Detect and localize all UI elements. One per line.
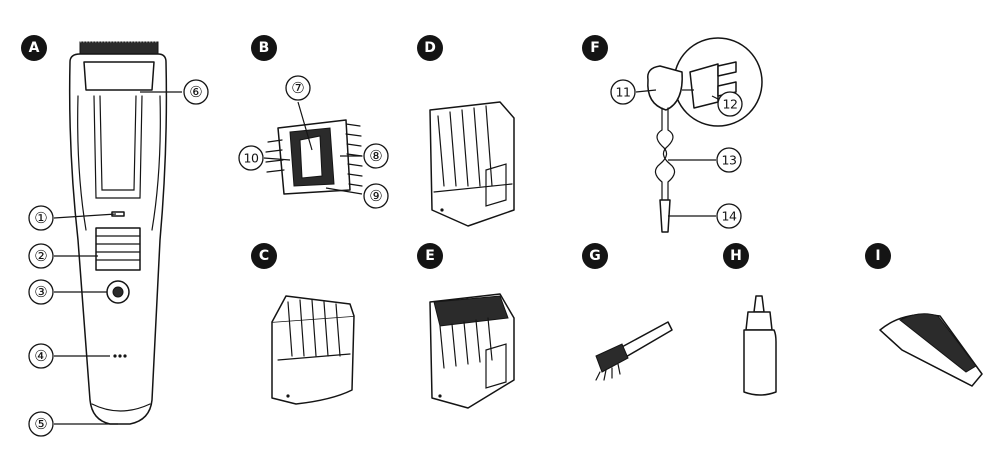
section-badge-h: H — [723, 243, 749, 269]
svg-text:④: ④ — [34, 347, 47, 365]
svg-text:10: 10 — [244, 151, 259, 166]
svg-text:I: I — [875, 248, 880, 264]
callout-11: 11 — [610, 79, 636, 105]
svg-text:①: ① — [34, 209, 47, 227]
comb-attachment-large-drawing — [429, 293, 515, 409]
svg-text:B: B — [259, 40, 270, 56]
callout-13: 13 — [716, 147, 742, 173]
callout-4: ④ — [28, 343, 54, 369]
svg-text:14: 14 — [722, 209, 737, 224]
section-badge-b: B — [251, 35, 277, 61]
svg-text:11: 11 — [616, 85, 631, 100]
svg-text:⑤: ⑤ — [34, 415, 47, 433]
svg-text:⑧: ⑧ — [369, 147, 382, 165]
svg-text:C: C — [259, 248, 269, 264]
svg-text:G: G — [589, 248, 601, 264]
callout-1: ① — [28, 205, 54, 231]
ac-adaptor-drawing — [647, 37, 763, 233]
cleaning-brush-drawing — [595, 321, 673, 381]
section-badge-c: C — [251, 243, 277, 269]
svg-text:E: E — [425, 248, 435, 264]
svg-text:F: F — [590, 40, 600, 56]
svg-text:⑥: ⑥ — [189, 83, 202, 101]
callout-3: ③ — [28, 279, 54, 305]
svg-text:⑦: ⑦ — [291, 79, 304, 97]
trimmer-main-unit — [68, 41, 168, 425]
section-badge-d: D — [417, 35, 443, 61]
callout-2: ② — [28, 243, 54, 269]
section-badge-a: A — [21, 35, 47, 61]
comb-attachment-medium-drawing — [429, 101, 515, 227]
callout-7: ⑦ — [285, 75, 311, 101]
svg-text:13: 13 — [722, 153, 737, 168]
callout-6: ⑥ — [183, 79, 209, 105]
section-badge-e: E — [417, 243, 443, 269]
svg-text:H: H — [730, 248, 742, 264]
callout-12: 12 — [717, 91, 743, 117]
section-badge-i: I — [865, 243, 891, 269]
section-badge-f: F — [582, 35, 608, 61]
svg-text:A: A — [29, 40, 40, 56]
pouch-drawing — [879, 313, 983, 387]
section-badge-g: G — [582, 243, 608, 269]
svg-text:⑨: ⑨ — [369, 187, 382, 205]
blade-teeth — [345, 123, 363, 187]
svg-text:②: ② — [34, 247, 47, 265]
svg-text:D: D — [424, 40, 436, 56]
callout-10: 10 — [238, 145, 264, 171]
comb-attachment-small-drawing — [271, 295, 355, 405]
oil-bottle-drawing — [743, 295, 777, 396]
callout-5: ⑤ — [28, 411, 54, 437]
callout-8: ⑧ — [363, 143, 389, 169]
svg-text:③: ③ — [34, 283, 47, 301]
svg-text:12: 12 — [723, 97, 738, 112]
blade-assembly — [265, 119, 363, 195]
callout-9: ⑨ — [363, 183, 389, 209]
callout-14: 14 — [716, 203, 742, 229]
